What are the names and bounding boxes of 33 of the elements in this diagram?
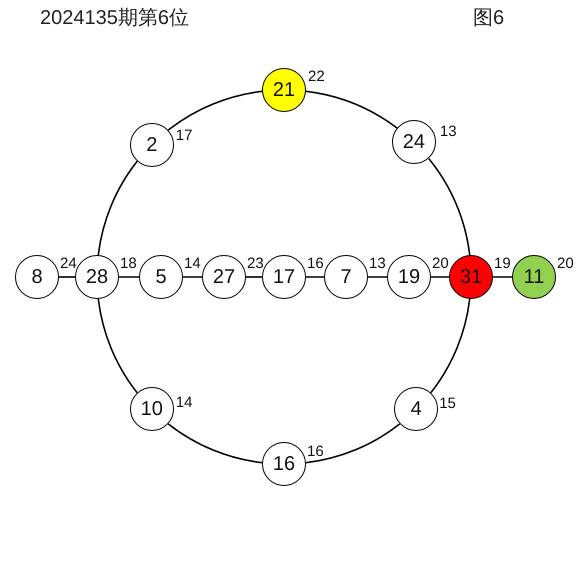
connector-line — [368, 276, 387, 278]
value-label: 16 — [307, 443, 324, 461]
value-label: 13 — [440, 123, 457, 142]
circle-arc — [98, 298, 138, 394]
circle-arc — [306, 90, 398, 129]
title: 2024135期第6位 — [40, 6, 189, 31]
connector-line — [493, 276, 512, 278]
connector-line — [431, 276, 449, 278]
value-label: 22 — [308, 68, 325, 86]
connector-line — [59, 276, 75, 278]
connector-line — [246, 276, 262, 278]
connector-line — [119, 276, 139, 278]
circle-arc — [168, 423, 262, 464]
circle-arc — [98, 160, 138, 256]
connector-line — [306, 276, 324, 278]
value-label: 23 — [247, 255, 264, 273]
value-label: 20 — [432, 255, 449, 273]
circle-arc — [168, 90, 262, 131]
value-label: 15 — [439, 395, 456, 414]
value-label: 14 — [176, 394, 192, 412]
value-label: 13 — [369, 255, 386, 273]
circle-arc — [428, 158, 470, 256]
value-label: 19 — [494, 255, 511, 273]
figure-label: 图6 — [473, 6, 504, 31]
value-label: 17 — [176, 126, 192, 145]
value-label: 14 — [184, 255, 201, 273]
circle-arc — [430, 298, 470, 394]
value-label: 18 — [120, 255, 137, 273]
circle-arc — [306, 423, 400, 464]
value-label: 20 — [557, 255, 574, 273]
connector-line — [183, 276, 202, 278]
value-label: 24 — [60, 255, 77, 273]
value-label: 16 — [307, 255, 324, 273]
